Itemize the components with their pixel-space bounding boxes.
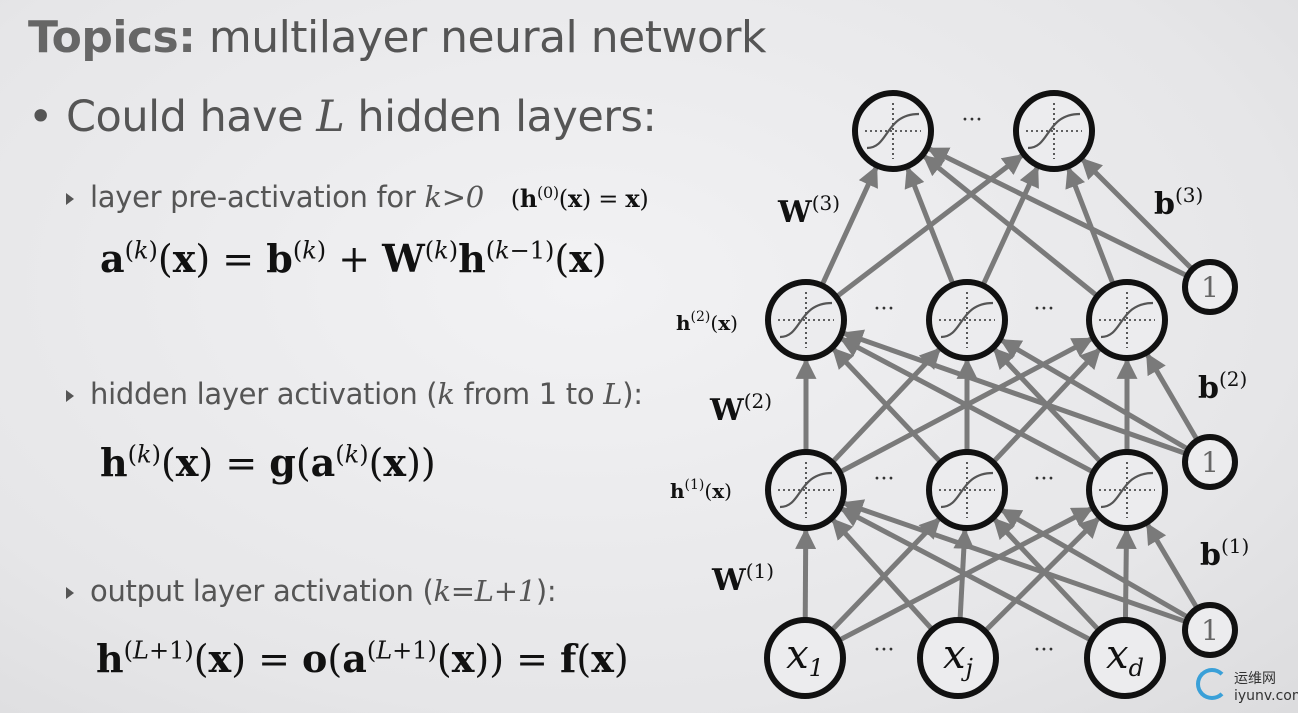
main-bullet: • Could have L hidden layers: xyxy=(28,92,657,142)
input-neuron xyxy=(1084,617,1166,699)
sigmoid-icon xyxy=(1099,462,1155,518)
hidden1-neuron xyxy=(926,449,1008,531)
input-label: xj xyxy=(943,632,974,682)
layer-label-h2: h(2)(x) xyxy=(676,309,738,335)
bias-node xyxy=(1182,259,1238,315)
bullet-triangle-icon xyxy=(66,390,74,402)
weight-edge xyxy=(830,517,935,632)
weight-edge xyxy=(819,165,879,287)
ellipsis-text: ··· xyxy=(1034,638,1055,663)
input-label: xd xyxy=(1106,632,1144,682)
watermark-text-cn: 运维网 xyxy=(1234,671,1276,687)
bias-node-label: 1 xyxy=(1201,446,1219,479)
preactivation-equation: a(k)(x) = b(k) + W(k)h(k−1)(x) xyxy=(100,236,607,281)
sigmoid-icon xyxy=(778,292,834,348)
weight-edge xyxy=(795,527,817,621)
bias-edge xyxy=(841,499,1188,625)
weight-edge xyxy=(922,154,1100,299)
input-label: x1 xyxy=(786,632,824,682)
bias-edge xyxy=(927,146,1189,279)
ellipsis-text: ··· xyxy=(874,467,895,492)
item-output-activation: output layer activation (k=L+1): xyxy=(66,574,557,608)
bias-node-label: 1 xyxy=(1201,614,1219,647)
output-activation-equation: h(L+1)(x) = o(a(L+1)(x)) = f(x) xyxy=(96,636,629,681)
sigmoid-icon xyxy=(778,462,834,518)
watermark-text-url: iyunv.com xyxy=(1234,688,1298,704)
connections xyxy=(795,146,1200,643)
bias-edge xyxy=(841,329,1188,457)
bias-edge xyxy=(999,338,1190,452)
hidden2-neuron xyxy=(1086,279,1168,361)
ellipsis-text: ··· xyxy=(1034,297,1055,322)
bias-edge xyxy=(1145,522,1200,610)
neurons: 1 1 1 x1 xj xd ··· ··· ··· ··· ··· ··· ··· xyxy=(764,90,1238,699)
ellipsis-text: ··· xyxy=(874,297,895,322)
sigmoid-icon xyxy=(939,462,995,518)
bias-node xyxy=(1182,602,1238,658)
hidden2-neuron xyxy=(765,279,847,361)
ellipsis-text: ··· xyxy=(962,108,983,133)
item-preactivation: layer pre-activation for k>0 (h(0)(x) = … xyxy=(66,180,649,214)
weight-label-3: W(3) xyxy=(777,191,840,230)
ellipsis-text: ··· xyxy=(874,638,895,663)
slide-title: Topics: multilayer neural network xyxy=(28,12,766,63)
layer-label-h1: h(1)(x) xyxy=(670,477,732,503)
item-hidden-activation: hidden layer activation (k from 1 to L): xyxy=(66,377,643,411)
hidden1-neuron xyxy=(765,449,847,531)
diagram-labels: W(1) W(2) W(3) b(1) b(2) b(3) h(1)(x) h(… xyxy=(670,183,1249,598)
bullet-triangle-icon xyxy=(66,587,74,599)
ellipsis-text: ··· xyxy=(1034,467,1055,492)
weight-label-1: W(1) xyxy=(711,559,774,598)
bias-label-3: b(3) xyxy=(1154,183,1203,222)
sigmoid-icon xyxy=(1099,292,1155,348)
input-neuron xyxy=(764,617,846,699)
sigmoid-icon xyxy=(865,103,921,159)
weight-edge xyxy=(831,347,943,465)
hidden1-neuron xyxy=(1086,449,1168,531)
hidden2-neuron xyxy=(926,279,1008,361)
bullet-triangle-icon xyxy=(66,193,74,205)
weight-edge xyxy=(983,516,1101,633)
base-case-note: (h(0)(x) = x) xyxy=(510,183,649,213)
hidden-activation-equation: h(k)(x) = g(a(k)(x)) xyxy=(100,440,436,485)
output-neuron xyxy=(1013,90,1095,172)
sigmoid-icon xyxy=(939,292,995,348)
swirl-logo-icon xyxy=(1196,668,1228,700)
bias-edge xyxy=(1080,157,1195,272)
weight-edge xyxy=(839,506,1093,643)
bias-node xyxy=(1182,434,1238,490)
bias-edge xyxy=(999,507,1190,620)
bias-label-2: b(2) xyxy=(1198,367,1247,406)
sigmoid-icon xyxy=(1026,103,1082,159)
weight-edge xyxy=(1115,527,1137,621)
output-neuron xyxy=(852,90,934,172)
weight-label-2: W(2) xyxy=(709,389,772,428)
bias-edge xyxy=(1145,352,1200,442)
bias-node-label: 1 xyxy=(1201,271,1219,304)
weight-edge xyxy=(839,336,1095,475)
input-neuron xyxy=(917,617,999,699)
weight-edge xyxy=(904,166,956,286)
bias-label-1: b(1) xyxy=(1200,534,1249,573)
watermark-logo: 运维网 iyunv.com xyxy=(1196,664,1298,710)
